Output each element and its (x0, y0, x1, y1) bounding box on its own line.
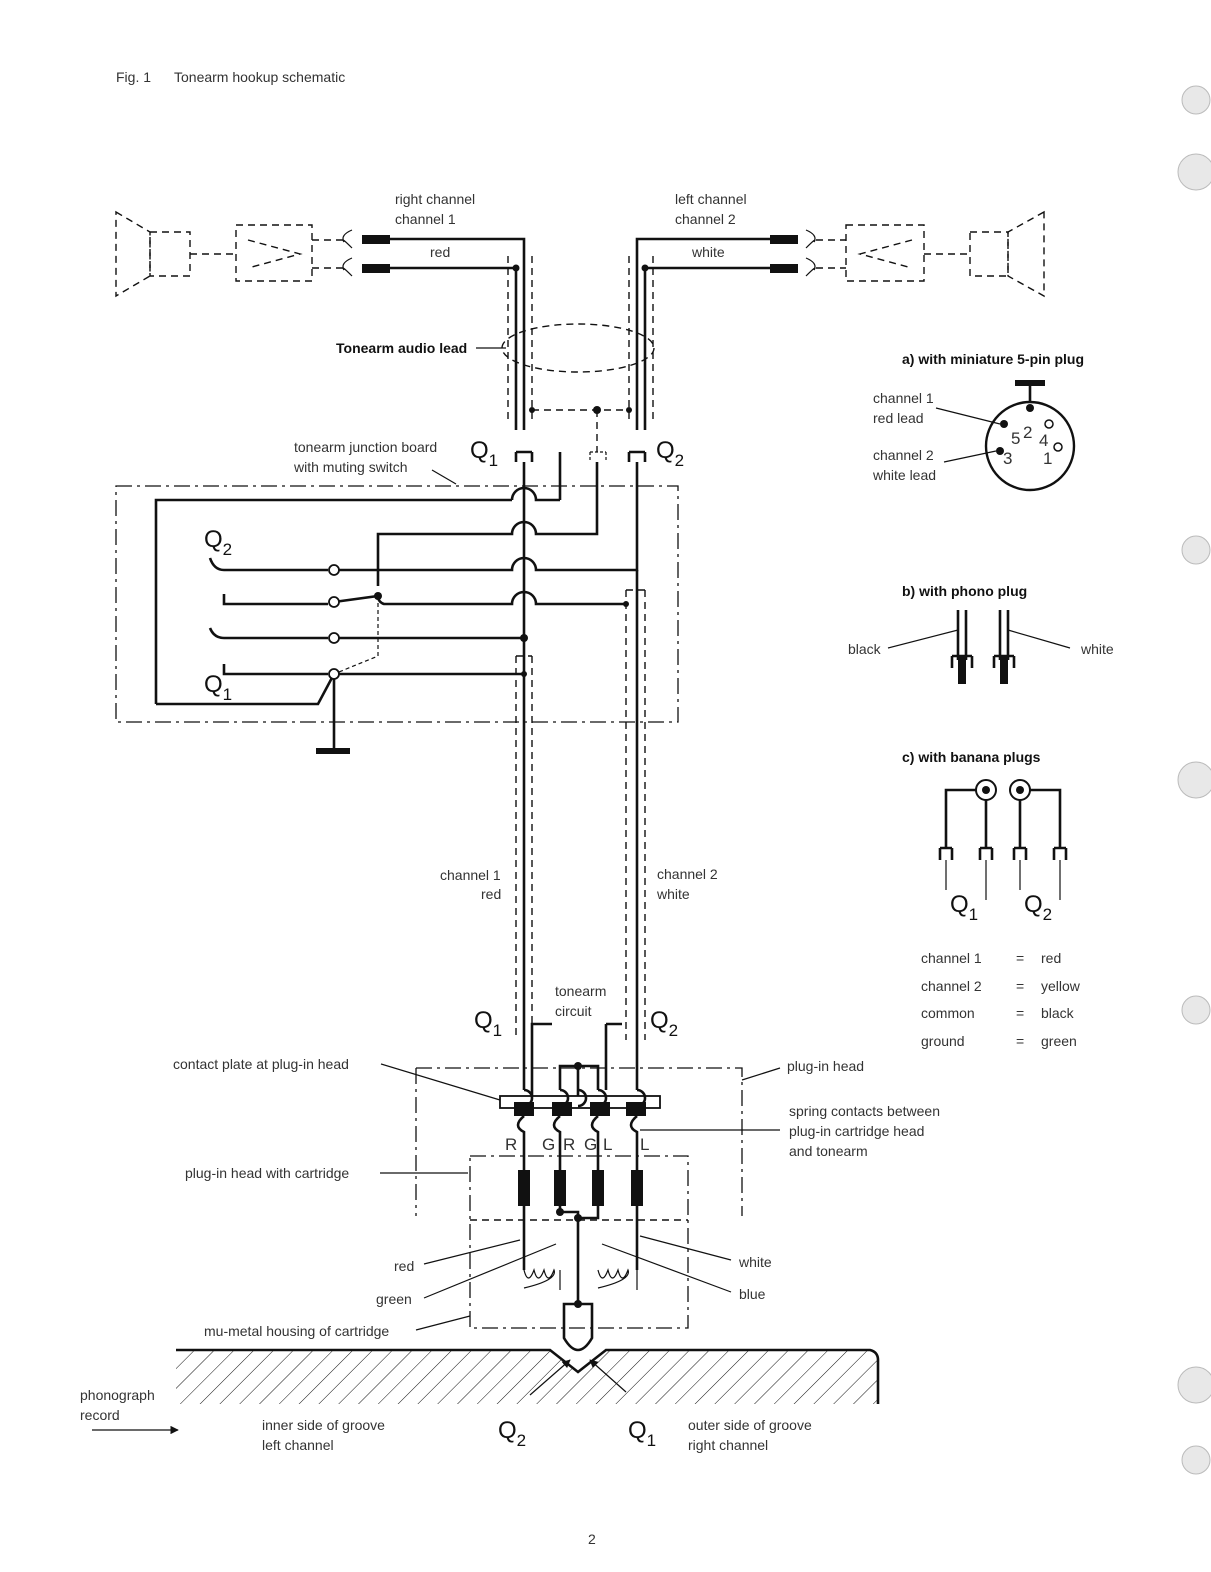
legend-name: channel 2 (921, 978, 982, 994)
q2-record: Q2 (498, 1417, 526, 1450)
white-wire-label: white (691, 244, 725, 260)
mu-metal-label: mu-metal housing of cartridge (204, 1323, 389, 1339)
legend-color: yellow (1041, 978, 1081, 994)
spring-contacts-sub2: and tonearm (789, 1143, 868, 1159)
five-pin-plug (935, 380, 1076, 492)
plug-a-ch2: channel 2 (873, 447, 934, 463)
q1-banana: Q1 (950, 891, 978, 924)
left-channel-sub: channel 2 (675, 211, 736, 227)
arm-ch2-color: white (656, 886, 690, 902)
plug-a-ch1: channel 1 (873, 390, 934, 406)
pin-g1: G (542, 1135, 555, 1154)
legend-eq: = (1016, 978, 1024, 994)
binder-holes (1177, 85, 1211, 1475)
plug-in-head-label: plug-in head (787, 1058, 864, 1074)
pin-r1: R (505, 1135, 517, 1154)
pin-1: 1 (1043, 449, 1052, 468)
head-with-cartridge-label: plug-in head with cartridge (185, 1165, 349, 1181)
q2-board: Q2 (204, 526, 232, 559)
page-number: 2 (588, 1531, 596, 1547)
plug-a-ch2-lead: white lead (872, 467, 936, 483)
legend-color: black (1041, 1005, 1075, 1021)
phono-black-label: black (848, 641, 882, 657)
spring-contacts-sub1: plug-in cartridge head (789, 1123, 924, 1139)
pin-g2: G (584, 1135, 597, 1154)
legend-eq: = (1016, 1005, 1024, 1021)
red-wire-label: red (430, 244, 450, 260)
left-speaker-amp (115, 210, 344, 298)
pin-l1: L (603, 1135, 612, 1154)
junction-board (115, 450, 679, 1090)
spring-contacts-label: spring contacts between (789, 1103, 940, 1119)
q1-arm: Q1 (474, 1007, 502, 1040)
tonearm-circuit-label: tonearm (555, 983, 606, 999)
right-channel-label: right channel (395, 191, 475, 207)
right-speaker-amp (816, 210, 1045, 298)
audio-lead-label: Tonearm audio lead (336, 340, 467, 356)
q2-banana: Q2 (1024, 891, 1052, 924)
wire-blue-label: blue (739, 1286, 766, 1302)
legend-name: channel 1 (921, 950, 982, 966)
q1-board: Q1 (204, 671, 232, 704)
pin-l2: L (640, 1135, 649, 1154)
left-channel-label: left channel (675, 191, 747, 207)
pin-4: 4 (1039, 431, 1048, 450)
banana-plugs (938, 779, 1068, 900)
q1-top: Q1 (470, 437, 498, 470)
record-groove (92, 1348, 880, 1435)
arm-ch1-color: red (481, 886, 501, 902)
junction-board-label: tonearm junction board (294, 439, 437, 455)
wire-red-label: red (394, 1258, 414, 1274)
plug-a-ch1-lead: red lead (873, 410, 924, 426)
figure-number: Fig. 1 (116, 69, 151, 85)
junction-board-sub: with muting switch (293, 459, 408, 475)
outer-groove-sub: right channel (688, 1437, 768, 1453)
record-label: phonograph (80, 1387, 155, 1403)
pin-5: 5 (1011, 429, 1020, 448)
arm-ch1-label: channel 1 (440, 867, 501, 883)
record-sub: record (80, 1407, 120, 1423)
phono-plugs (887, 610, 1071, 684)
audio-lead-wires (390, 237, 770, 452)
legend-eq: = (1016, 1033, 1024, 1049)
arm-ch2-label: channel 2 (657, 866, 718, 882)
legend-color: green (1041, 1033, 1077, 1049)
phono-white-label: white (1080, 641, 1114, 657)
rca-jacks (342, 229, 816, 277)
tonearm-circuit-sub: circuit (555, 1003, 592, 1019)
inner-groove-sub: left channel (262, 1437, 334, 1453)
pin-2: 2 (1023, 423, 1032, 442)
inner-groove-label: inner side of groove (262, 1417, 385, 1433)
contact-plate-label: contact plate at plug-in head (173, 1056, 349, 1072)
pin-3: 3 (1003, 449, 1012, 468)
plug-b-title: b) with phono plug (902, 583, 1027, 599)
figure-title: Tonearm hookup schematic (174, 69, 345, 85)
wire-white-label: white (738, 1254, 772, 1270)
legend-color: red (1041, 950, 1061, 966)
plug-a-title: a) with miniature 5-pin plug (902, 351, 1084, 367)
legend-name: ground (921, 1033, 965, 1049)
wire-green-label: green (376, 1291, 412, 1307)
legend-eq: = (1016, 950, 1024, 966)
q2-arm: Q2 (650, 1007, 678, 1040)
plug-in-head (415, 1022, 743, 1352)
outer-groove-label: outer side of groove (688, 1417, 812, 1433)
plug-c-title: c) with banana plugs (902, 749, 1041, 765)
q1-record: Q1 (628, 1417, 656, 1450)
q2-top: Q2 (656, 437, 684, 470)
right-channel-sub: channel 1 (395, 211, 456, 227)
pin-r2: R (563, 1135, 575, 1154)
legend-name: common (921, 1005, 975, 1021)
banana-legend: channel 1 = red channel 2 = yellow commo… (921, 950, 1081, 1049)
